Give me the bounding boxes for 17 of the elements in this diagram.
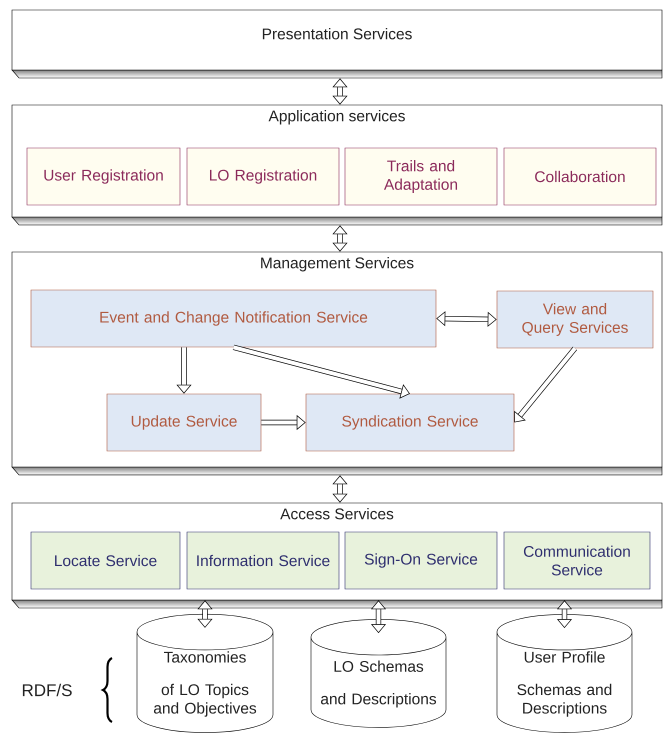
arrow — [514, 346, 578, 422]
side-label: RDF/S — [22, 684, 72, 696]
service-box: Sign-On Service — [344, 532, 498, 590]
database-cylinder: LO Schemas and Descriptions — [310, 619, 446, 728]
database-cylinder: User Profile Schemas and Descriptions — [496, 614, 632, 733]
service-box: Trails and Adaptation — [344, 148, 498, 206]
service-box: Communication Service — [504, 532, 650, 590]
service-box: View and Query Services — [496, 290, 654, 348]
service-box: Syndication Service — [306, 394, 514, 452]
service-box: User Registration — [26, 148, 180, 206]
service-box: Locate Service — [30, 532, 180, 590]
service-box: Collaboration — [504, 148, 656, 206]
service-box: Event and Change Notification Service — [30, 290, 436, 348]
service-box: Information Service — [186, 532, 340, 590]
service-box: Update Service — [106, 394, 262, 452]
database-cylinder: Taxonomies of LO Topics and Objectives — [136, 614, 274, 733]
service-box: LO Registration — [186, 148, 340, 206]
